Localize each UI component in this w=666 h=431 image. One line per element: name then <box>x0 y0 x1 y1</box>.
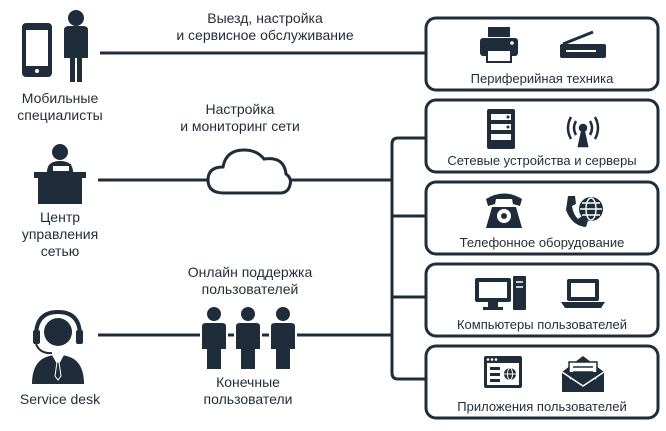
desk-phone-icon <box>486 193 522 228</box>
phone-globe-icon <box>566 196 603 227</box>
network-trunk <box>390 136 428 381</box>
user-group-icon <box>200 305 297 371</box>
field-service-label: Выезд, настройка и сервисное обслуживани… <box>176 10 354 43</box>
online-support-label: Онлайн поддержка пользователей <box>187 264 313 297</box>
box-label-applications: Приложения пользователей <box>457 399 627 414</box>
smartphone-icon <box>22 23 52 77</box>
scanner-icon <box>560 30 606 58</box>
printer-icon <box>480 27 518 63</box>
mobile-specialists-label: Мобильные специалисты <box>17 90 103 123</box>
email-icon <box>561 356 605 392</box>
network-center-label: Центр управления сетью <box>21 209 99 259</box>
wireless-antenna-icon <box>566 116 600 148</box>
box-peripherals <box>424 16 660 92</box>
network-monitoring-label: Настройка и мониторинг сети <box>180 101 300 134</box>
box-phones <box>424 180 660 256</box>
cloud-icon <box>206 148 292 195</box>
person-icon <box>64 10 88 82</box>
laptop-icon <box>561 279 605 308</box>
headset-operator-icon <box>32 309 84 384</box>
operator-desk-icon <box>34 144 86 204</box>
service-desk-label: Service desk <box>19 391 101 407</box>
end-users-label: Конечные пользователи <box>203 374 293 407</box>
server-icon <box>487 109 515 149</box>
web-app-icon <box>484 356 522 388</box>
box-label-phones: Телефонное оборудование <box>459 235 625 250</box>
desktop-computer-icon <box>475 276 526 310</box>
connectors <box>98 51 428 381</box>
box-label-network-devices: Сетевые устройства и серверы <box>447 153 637 168</box>
box-network-devices <box>424 98 660 174</box>
box-label-computers: Компьютеры пользователей <box>456 317 627 332</box>
box-label-peripherals: Периферийная техника <box>470 71 614 86</box>
